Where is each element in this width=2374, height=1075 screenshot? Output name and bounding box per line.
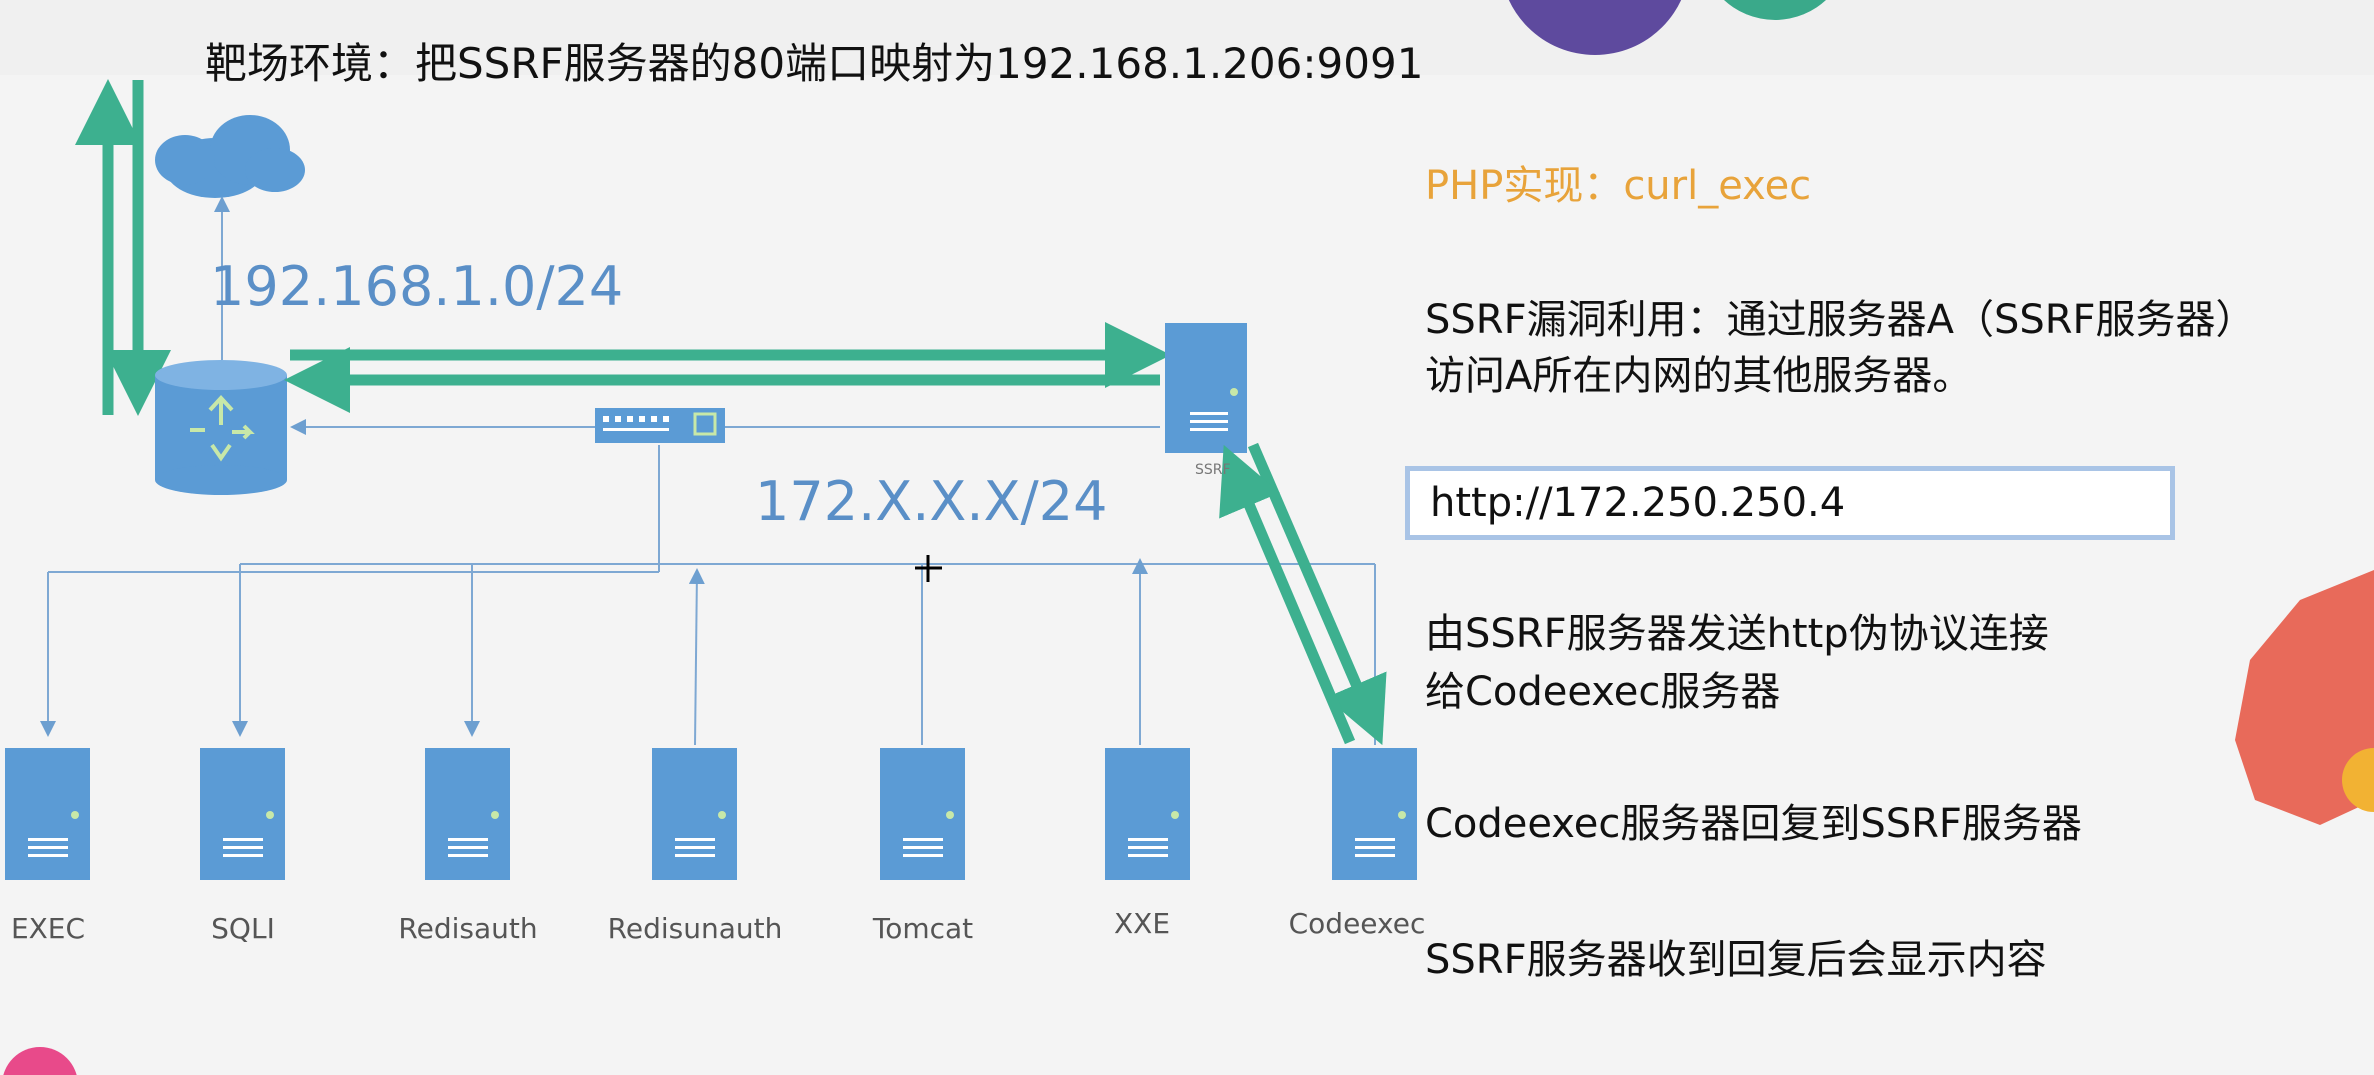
cloud-icon — [155, 115, 305, 198]
url-field: http://172.250.250.4 — [1405, 466, 2175, 540]
step1-line2: 给Codeexec服务器 — [1425, 669, 1781, 715]
decor-purple-circle — [1508, 0, 1682, 55]
server-label-exec: EXEC — [10, 912, 86, 945]
server-icon-codeexec — [1332, 748, 1417, 880]
server-icon-tomcat — [880, 748, 965, 880]
server-label-redisauth: Redisauth — [398, 912, 538, 945]
server-label-redisunauth: Redisunauth — [607, 912, 783, 945]
ssrf-to-codeexec-arrow — [1247, 442, 1387, 746]
ssrf-exploit-line1: SSRF漏洞利用：通过服务器A（SSRF服务器） — [1425, 297, 2256, 343]
server-icon-redisunauth — [652, 748, 737, 880]
decor-pink-circle — [3, 1047, 77, 1075]
external-network-label: 192.168.1.0/24 — [210, 255, 624, 318]
ssrf-server-label: SSRF — [1195, 462, 1231, 478]
ssrf-server-icon — [1165, 323, 1247, 453]
server-label-tomcat: Tomcat — [872, 912, 974, 945]
server-icon-redisauth — [425, 748, 510, 880]
codeexec-to-ssrf-arrow — [1219, 444, 1356, 745]
decor-green-circle — [1724, 0, 1826, 20]
server-icon-sqli — [200, 748, 285, 880]
crosshair-cursor-icon — [915, 555, 942, 582]
step1-line1: 由SSRF服务器发送http伪协议连接 — [1425, 611, 2049, 657]
internal-network-label: 172.X.X.X/24 — [755, 470, 1108, 533]
server-icon-xxe — [1105, 748, 1190, 880]
server-label-xxe: XXE — [1113, 907, 1171, 940]
server-label-codeexec: Codeexec — [1288, 907, 1426, 940]
decor-red-shape — [2235, 570, 2374, 825]
link-redisunauth — [688, 568, 705, 746]
server-icon-exec — [5, 748, 90, 880]
switch-icon — [595, 408, 725, 443]
step2-note: Codeexec服务器回复到SSRF服务器 — [1425, 801, 2082, 847]
server-label-sqli: SQLI — [211, 912, 275, 945]
top-band — [0, 0, 2374, 75]
router-icon — [155, 360, 287, 495]
page-title: 靶场环境：把SSRF服务器的80端口映射为192.168.1.206:9091 — [205, 39, 1424, 88]
ssrf-exploit-line2: 访问A所在内网的其他服务器。 — [1425, 353, 1973, 399]
php-implementation-note: PHP实现：curl_exec — [1425, 163, 1812, 209]
step3-note: SSRF服务器收到回复后会显示内容 — [1425, 937, 2047, 983]
decor-yellow-shape — [2342, 748, 2374, 812]
